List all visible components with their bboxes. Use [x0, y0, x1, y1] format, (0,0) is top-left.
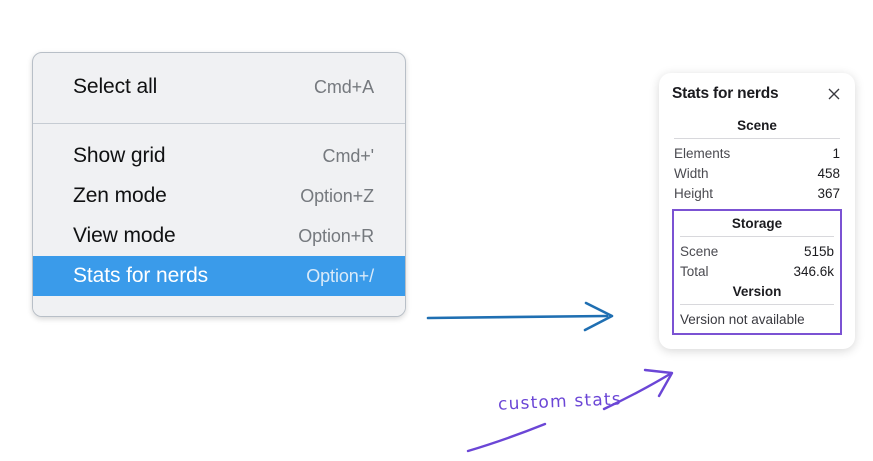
stats-section-storage: Storage Scene 515b Total 346.6k: [678, 213, 836, 281]
menu-item-label: Stats for nerds: [73, 264, 209, 287]
menu-item-stats-for-nerds[interactable]: Stats for nerds Option+/: [33, 256, 405, 296]
stat-row: Scene 515b: [678, 241, 836, 261]
menu-group-1: Select all Cmd+A: [33, 53, 405, 123]
stat-value: 367: [817, 185, 840, 201]
menu-footer: [33, 296, 405, 316]
stat-key: Scene: [680, 243, 719, 259]
callout-underline-stroke: [466, 422, 547, 453]
callout-label: custom stats: [497, 389, 623, 415]
stat-row: Elements 1: [672, 143, 842, 163]
stat-value: 1: [832, 145, 840, 161]
menu-item-label: Select all: [73, 75, 158, 98]
menu-group-2: Show grid Cmd+' Zen mode Option+Z View m…: [33, 124, 405, 296]
stat-key: Total: [680, 263, 709, 279]
stat-key: Width: [674, 165, 709, 181]
stat-row: Total 346.6k: [678, 261, 836, 281]
menu-item-zen-mode[interactable]: Zen mode Option+Z: [33, 176, 405, 216]
stats-for-nerds-panel: Stats for nerds Scene Elements 1 Width 4…: [659, 73, 855, 349]
menu-item-show-grid[interactable]: Show grid Cmd+': [33, 136, 405, 176]
stat-key: Elements: [674, 145, 731, 161]
menu-item-shortcut: Option+R: [298, 225, 374, 246]
close-icon[interactable]: [826, 86, 842, 102]
section-divider: [680, 304, 834, 305]
section-heading: Scene: [737, 118, 777, 133]
stats-panel-title: Stats for nerds: [672, 85, 779, 102]
section-divider: [680, 236, 834, 237]
stats-panel-header: Stats for nerds: [672, 85, 842, 103]
menu-divider: [33, 123, 405, 124]
menu-item-label: Zen mode: [73, 184, 167, 207]
stat-value: 458: [817, 165, 840, 181]
menu-item-label: Show grid: [73, 144, 166, 167]
context-menu[interactable]: Select all Cmd+A Show grid Cmd+' Zen mod…: [32, 52, 406, 317]
stat-row: Height 367: [672, 183, 842, 203]
menu-item-shortcut: Cmd+A: [313, 76, 374, 97]
flow-arrow-icon: [426, 301, 614, 332]
menu-item-shortcut: Option+/: [306, 265, 374, 286]
section-divider: [674, 138, 840, 139]
stat-value: 346.6k: [793, 263, 834, 279]
menu-item-label: View mode: [73, 224, 176, 247]
stat-value: 515b: [803, 243, 834, 259]
section-heading: Version: [732, 284, 782, 299]
custom-stats-box: Storage Scene 515b Total 346.6k Version …: [672, 209, 842, 335]
menu-item-select-all[interactable]: Select all Cmd+A: [33, 67, 405, 107]
stat-row: Width 458: [672, 163, 842, 183]
section-heading: Storage: [731, 216, 783, 231]
stats-section-scene: Scene Elements 1 Width 458 Height 367: [672, 115, 842, 203]
stats-section-version: Version Version not available: [678, 281, 836, 327]
menu-item-view-mode[interactable]: View mode Option+R: [33, 216, 405, 256]
menu-item-shortcut: Cmd+': [322, 145, 375, 166]
version-status-text: Version not available: [680, 312, 805, 327]
menu-item-shortcut: Option+Z: [300, 185, 374, 206]
stat-key: Height: [674, 185, 714, 201]
